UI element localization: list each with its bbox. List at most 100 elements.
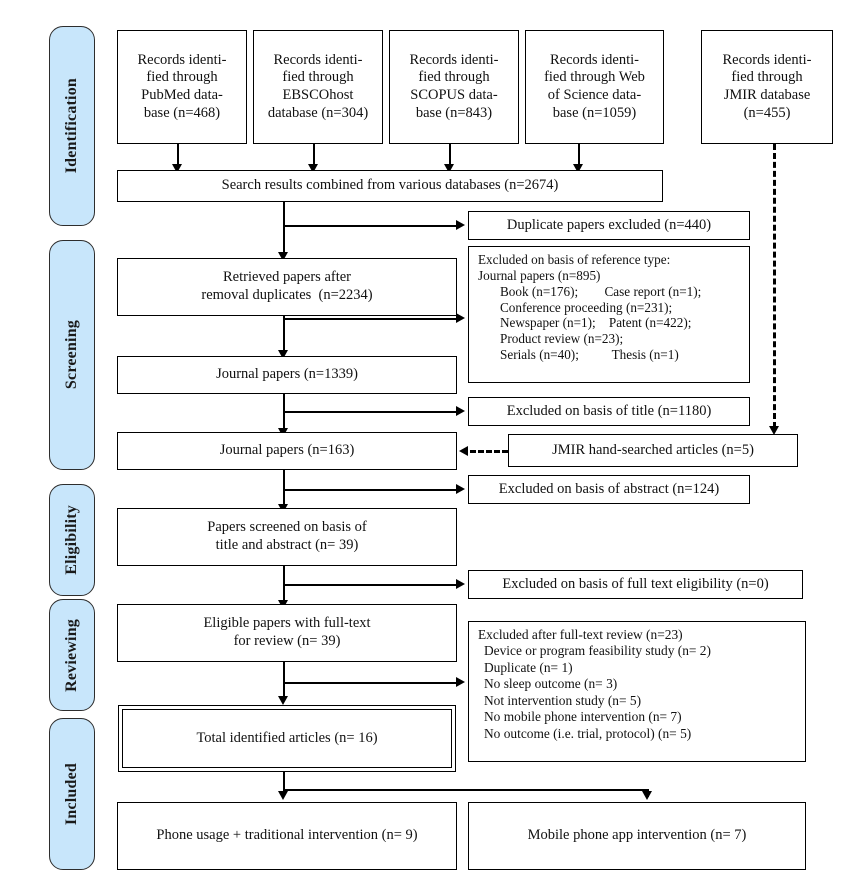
stage-reviewing: Reviewing: [49, 599, 95, 711]
connector-scopus-down: [449, 144, 451, 166]
journal-papers-1339-box: Journal papers (n=1339): [117, 356, 457, 394]
connector-to-reference-type: [283, 318, 457, 320]
excluded-after-review-head: Excluded after full-text review (n=23): [478, 627, 683, 642]
eligible-papers-line: for review (n= 39): [233, 633, 341, 649]
source-line: fied through: [731, 69, 803, 86]
arrowhead-down-dashed: [769, 426, 779, 435]
papers-screened-box: Papers screened on basis of title and ab…: [117, 508, 457, 566]
eligible-papers-box: Eligible papers with full-text for revie…: [117, 604, 457, 662]
reference-type-item: Newspaper (n=1); Patent (n=422);: [500, 315, 692, 331]
connector-to-duplicates: [283, 225, 457, 227]
source-box-pubmed: Records identi- fied through PubMed data…: [117, 30, 247, 144]
source-box-jmir: Records identi- fied through JMIR databa…: [701, 30, 833, 144]
total-identified-articles-text: Total identified articles (n= 16): [196, 729, 378, 746]
outcome-phone-usage-text: Phone usage + traditional intervention (…: [156, 827, 418, 844]
source-line: database (n=304): [267, 104, 369, 121]
journal-papers-text: Journal papers (n=163): [219, 442, 355, 459]
excluded-after-review-item: Not intervention study (n= 5): [484, 692, 642, 708]
connector-pubmed-down: [177, 144, 179, 166]
arrowhead-left-dashed: [459, 446, 468, 456]
duplicates-excluded-box: Duplicate papers excluded (n=440): [468, 211, 750, 240]
stage-eligibility: Eligibility: [49, 484, 95, 596]
source-line: base (n=843): [415, 104, 493, 121]
excluded-title-text: Excluded on basis of title (n=1180): [506, 402, 712, 419]
excluded-after-review-item: No sleep outcome (n= 3): [484, 676, 618, 692]
connector-to-abstract-excluded: [283, 489, 457, 491]
arrowhead-right: [456, 313, 465, 323]
papers-screened-line: title and abstract (n= 39): [215, 537, 359, 553]
arrowhead-down: [172, 164, 182, 173]
reference-type-item: Book (n=176); Case report (n=1);: [500, 283, 702, 299]
eligible-papers-line: Eligible papers with full-text: [203, 615, 371, 632]
connector-retrieved-down: [283, 316, 285, 352]
connector-to-excluded-after-review: [283, 682, 457, 684]
excluded-after-review-item: No outcome (i.e. trial, protocol) (n= 5): [484, 725, 692, 741]
arrowhead-right: [456, 484, 465, 494]
reference-type-excluded-box: Excluded on basis of reference type: Jou…: [468, 246, 750, 383]
arrowhead-right: [456, 579, 465, 589]
arrowhead-down: [278, 350, 288, 359]
source-line: fied through: [418, 69, 490, 86]
excluded-fulltext-eligibility-text: Excluded on basis of full text eligibili…: [502, 575, 769, 592]
arrowhead-down: [444, 164, 454, 173]
source-line: Records identi-: [550, 51, 639, 68]
arrowhead-down: [573, 164, 583, 173]
connector-ebscohost-down: [313, 144, 315, 166]
retrieved-line: removal duplicates (n=2234): [201, 287, 373, 303]
excluded-after-review-item: Duplicate (n= 1): [484, 659, 573, 675]
jmir-hand-searched-text: JMIR hand-searched articles (n=5): [552, 441, 754, 458]
connector-total-split: [283, 789, 649, 791]
source-line: SCOPUS data-: [410, 87, 498, 103]
connector-eligible-down: [283, 662, 285, 698]
excluded-after-review-box: Excluded after full-text review (n=23) D…: [468, 621, 806, 762]
outcome-mobile-app-text: Mobile phone app intervention (n= 7): [527, 827, 747, 844]
outcome-phone-usage-box: Phone usage + traditional intervention (…: [117, 802, 457, 870]
excluded-abstract-text: Excluded on basis of abstract (n=124): [498, 480, 720, 497]
source-line: base (n=468): [143, 104, 221, 121]
excluded-abstract-box: Excluded on basis of abstract (n=124): [468, 475, 750, 504]
papers-screened-line: Papers screened on basis of: [207, 519, 367, 536]
connector-total-down: [283, 772, 285, 790]
stage-label: Screening: [63, 320, 80, 390]
source-line: JMIR database: [723, 87, 811, 103]
source-line: fied through: [146, 69, 218, 86]
source-line: (n=455): [743, 104, 791, 121]
reference-type-item: Serials (n=40); Thesis (n=1): [500, 347, 679, 363]
source-line: fied through Web: [544, 69, 645, 86]
reference-type-head: Excluded on basis of reference type:: [478, 252, 671, 267]
source-line: PubMed data-: [141, 87, 223, 103]
source-line: fied through: [282, 69, 354, 86]
outcome-mobile-app-box: Mobile phone app intervention (n= 7): [468, 802, 806, 870]
arrowhead-down: [278, 696, 288, 705]
source-line: EBSCOhost: [282, 87, 354, 103]
stage-screening: Screening: [49, 240, 95, 470]
journal-papers-163-box: Journal papers (n=163): [117, 432, 457, 470]
retrieved-papers-box: Retrieved papers after removal duplicate…: [117, 258, 457, 316]
source-line: Records identi-: [273, 51, 363, 68]
stage-included: Included: [49, 718, 95, 870]
connector-jmir-dashed: [773, 144, 776, 428]
arrowhead-down: [278, 252, 288, 261]
arrowhead-down: [308, 164, 318, 173]
duplicates-excluded-text: Duplicate papers excluded (n=440): [506, 216, 712, 233]
retrieved-line: Retrieved papers after: [222, 269, 351, 286]
connector-jmir-to-journal163: [470, 450, 508, 453]
source-line: Records identi-: [722, 51, 812, 68]
source-box-scopus: Records identi- fied through SCOPUS data…: [389, 30, 519, 144]
connector-journal163-down: [283, 470, 285, 506]
source-line: base (n=1059): [552, 104, 637, 121]
arrowhead-down: [278, 791, 288, 800]
connector-to-fulltext-eligibility: [283, 584, 457, 586]
reference-type-item: Conference proceeding (n=231);: [500, 299, 673, 315]
combined-results-text: Search results combined from various dat…: [221, 177, 559, 194]
arrowhead-right: [456, 220, 465, 230]
excluded-after-review-item: No mobile phone intervention (n= 7): [484, 709, 682, 725]
source-line: of Science data-: [547, 87, 642, 103]
reference-type-head: Journal papers (n=895): [478, 267, 601, 283]
source-line: Records identi-: [409, 51, 499, 68]
stage-label: Identification: [63, 78, 80, 174]
connector-to-title-excluded: [283, 411, 457, 413]
arrowhead-right: [456, 677, 465, 687]
source-box-ebscohost: Records identi- fied through EBSCOhost d…: [253, 30, 383, 144]
arrowhead-down: [642, 791, 652, 800]
